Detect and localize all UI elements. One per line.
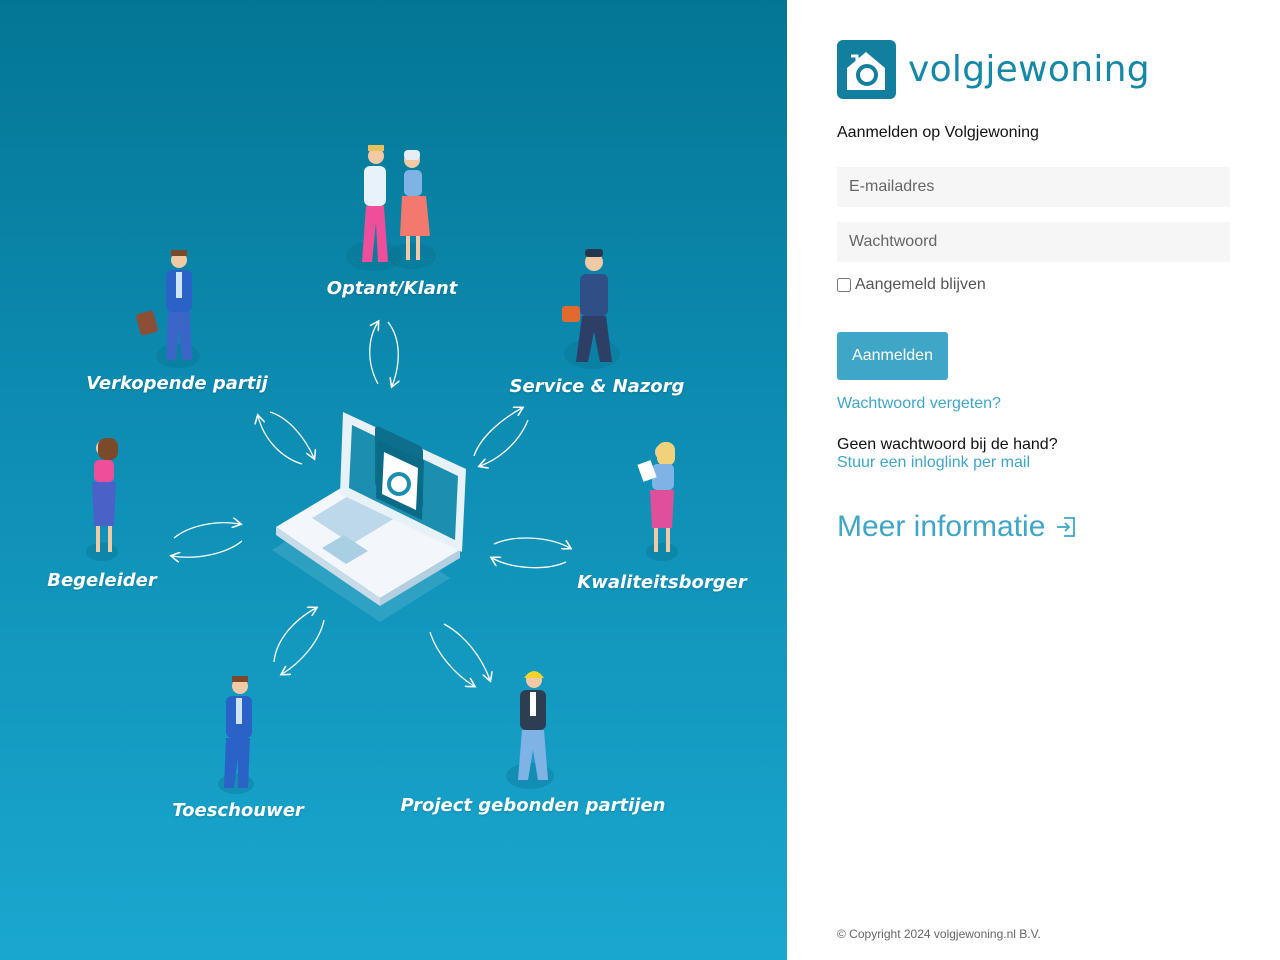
brand-logo[interactable]: volgjewoning [837,40,1150,99]
person-optant-icon [346,145,436,271]
role-label-project: Project gebonden partijen [400,795,666,816]
person-toeschouwer-icon [218,676,254,794]
person-project-icon [506,671,554,789]
no-password-text: Geen wachtwoord bij de hand? [837,436,1058,453]
role-label-kwaliteit: Kwaliteitsborger [577,572,747,593]
role-label-verkopende: Verkopende partij [86,373,268,394]
email-input[interactable] [837,167,1230,207]
house-logo-icon [837,40,896,99]
role-label-begeleider: Begeleider [47,570,157,591]
person-verkopende-icon [136,250,200,368]
illustration-panel: Optant/Klant Verkopende partij Service &… [0,0,787,960]
brand-name: volgjewoning [908,49,1150,90]
login-panel: volgjewoning Aanmelden op Volgjewoning A… [787,0,1280,960]
role-label-toeschouwer: Toeschouwer [172,800,304,821]
roles-illustration [86,145,678,794]
remember-me-label: Aangemeld blijven [855,276,986,293]
laptop-illustration [272,412,466,622]
login-heading: Aanmelden op Volgjewoning [837,124,1039,141]
role-label-service: Service & Nazorg [509,376,685,397]
sign-in-icon [1057,517,1076,537]
remember-me-checkbox[interactable] [837,278,851,292]
more-info-label: Meer informatie [837,510,1046,543]
login-button[interactable]: Aanmelden [837,332,948,380]
role-label-optant: Optant/Klant [326,278,458,299]
person-service-icon [562,249,620,369]
magic-link-link[interactable]: Stuur een inloglink per mail [837,454,1030,471]
more-info-link[interactable]: Meer informatie [837,510,1077,544]
connection-arrows [172,322,570,686]
forgot-password-link[interactable]: Wachtwoord vergeten? [837,395,1001,412]
password-input[interactable] [837,222,1230,262]
remember-me[interactable]: Aangemeld blijven [837,276,986,294]
person-begeleider-icon [86,438,118,561]
person-kwaliteit-icon [637,442,678,561]
copyright-text: © Copyright 2024 volgjewoning.nl B.V. [837,927,1041,941]
